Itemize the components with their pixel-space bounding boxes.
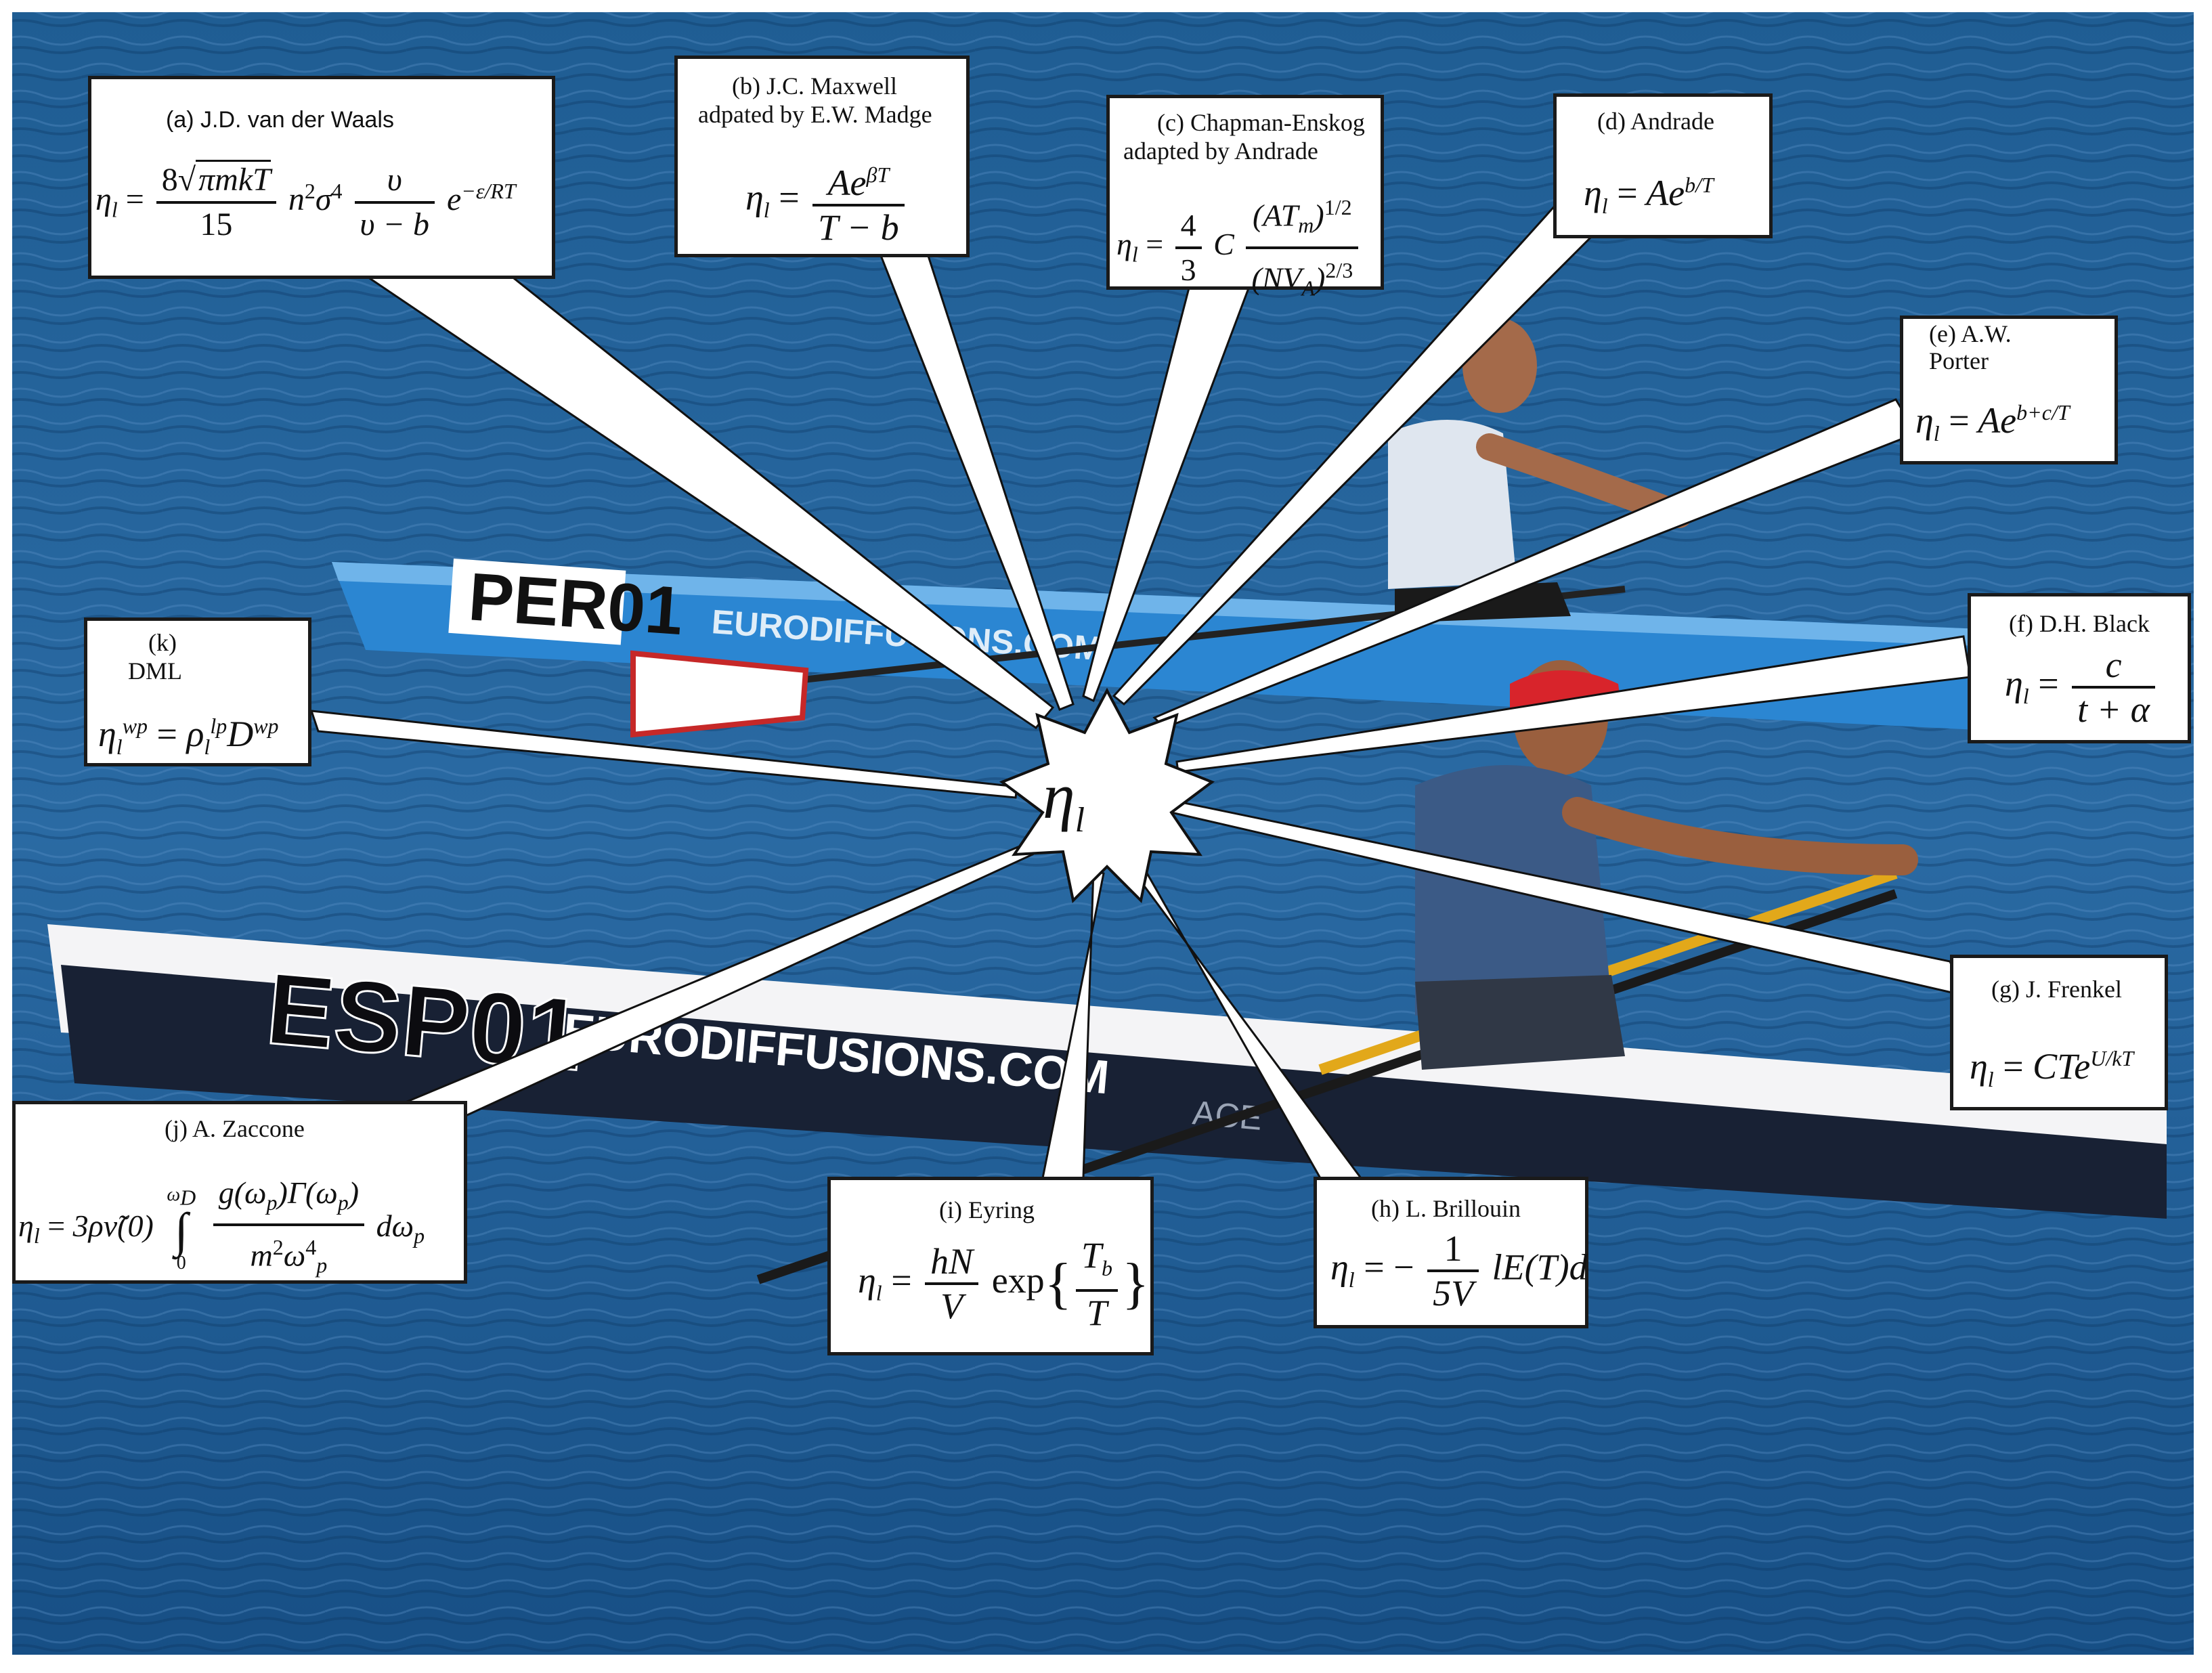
label-eyring: (i) Eyring [939, 1196, 1035, 1223]
center-symbol: ηl [1043, 760, 1085, 840]
label-brillouin: (h) L. Brillouin [1371, 1195, 1521, 1222]
label-black: (f) D.H. Black [2009, 610, 2150, 637]
label-van-der-waals: (a) J.D. van der Waals [166, 107, 394, 133]
eq-frenkel: ηl = CTeU/kT [1970, 1046, 2134, 1091]
label-andrade: (d) Andrade [1597, 108, 1714, 135]
spokes [309, 202, 1972, 1179]
box-chapman-enskog: (c) Chapman-Enskog adapted by Andrade ηl… [1106, 95, 1384, 300]
label-frenkel: (g) J. Frenkel [1991, 976, 2122, 1003]
eq-porter: ηl = Aeb+c/T [1915, 400, 2070, 446]
box-maxwell-madge: (b) J.C. Maxwell adpated by E.W. Madge η… [674, 56, 970, 257]
label-adapted-andrade: adapted by Andrade [1123, 137, 1318, 165]
label-chapman-enskog: (c) Chapman-Enskog [1157, 109, 1365, 136]
box-dml: (k) DML ηlwp = ρllpDwp [84, 617, 311, 766]
box-andrade: (d) Andrade ηl = Aeb/T [1553, 93, 1773, 238]
label-porter-2: Porter [1929, 347, 1989, 374]
box-porter: (e) A.W. Porter ηl = Aeb+c/T [1900, 316, 2118, 464]
box-frenkel: (g) J. Frenkel ηl = CTeU/kT [1950, 955, 2168, 1110]
label-maxwell: (b) J.C. Maxwell [732, 72, 897, 100]
label-dml-k: (k) [148, 629, 177, 656]
box-zaccone: (j) A. Zaccone ηl = 3ρν̃(0) ωD∫0 g(ωp)Γ(… [12, 1101, 467, 1284]
blue-boat-number: PER01 [466, 559, 685, 649]
label-madge: adpated by E.W. Madge [698, 101, 932, 128]
center-starburst [999, 687, 1215, 904]
label-dml: DML [128, 657, 182, 685]
eq-andrade: ηl = Aeb/T [1584, 173, 1714, 218]
eq-dml: ηlwp = ρllpDwp [98, 714, 279, 759]
eq-zaccone: ηl = 3ρν̃(0) ωD∫0 g(ωp)Γ(ωp)m2ω4p dωp [18, 1172, 425, 1286]
label-zaccone: (j) A. Zaccone [165, 1115, 305, 1142]
label-porter: (e) A.W. [1929, 320, 2012, 347]
